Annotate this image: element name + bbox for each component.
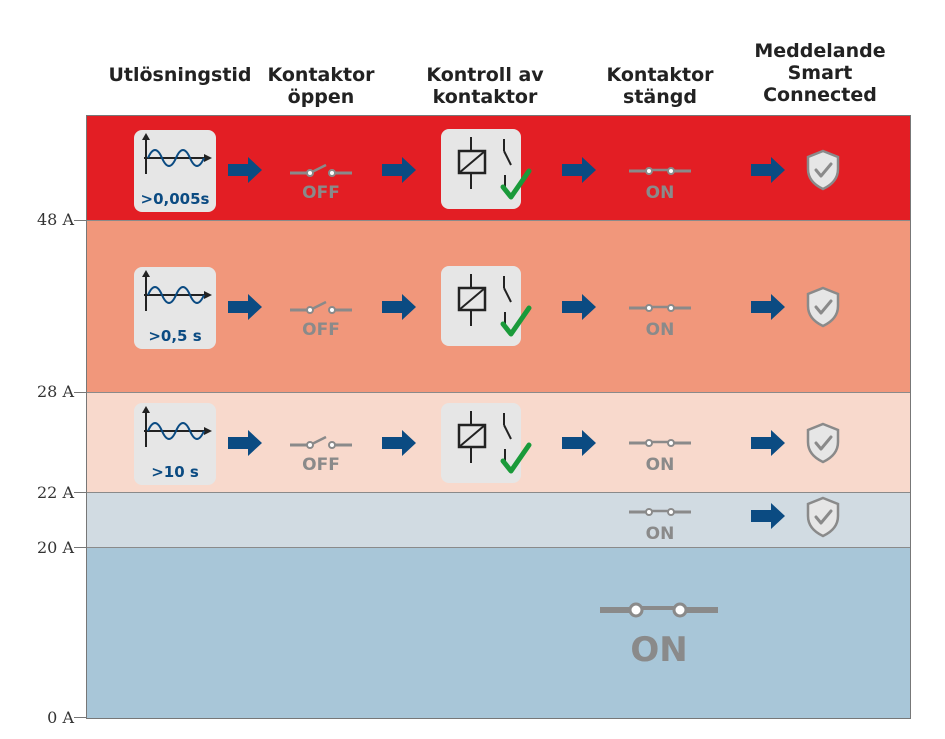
shield-check-icon — [806, 422, 840, 464]
header-contactor-open: Kontaktor öppen — [267, 64, 375, 108]
switch-closed-icon — [629, 508, 691, 516]
y-tick — [74, 547, 86, 548]
relay-check-icon — [457, 137, 532, 200]
arrow-right-icon — [562, 294, 596, 320]
arrow-right-icon — [228, 157, 262, 183]
band-divider — [86, 547, 910, 548]
band-20a-22a — [86, 492, 910, 547]
y-label-0a: 0 A — [47, 708, 74, 727]
arrow-right-icon — [228, 430, 262, 456]
y-label-20a: 20 A — [37, 538, 74, 557]
switch-closed-icon — [629, 167, 691, 175]
relay-card — [441, 403, 532, 483]
relay-card — [441, 129, 532, 209]
header-contactor-check: Kontroll av kontaktor — [426, 64, 544, 108]
header-message: Meddelande Smart Connected — [754, 40, 886, 106]
switch-on-label: ON — [645, 320, 675, 340]
y-tick — [74, 392, 86, 393]
y-label-22a: 22 A — [37, 483, 74, 502]
switch-off-label: OFF — [302, 183, 340, 203]
trigger-time-value: >0,5 s — [148, 327, 202, 345]
arrow-right-icon — [382, 157, 416, 183]
sine-wave-icon — [142, 406, 212, 447]
trigger-time-value: >0,005s — [140, 190, 210, 208]
switch-closed-icon — [629, 304, 691, 312]
arrow-right-icon — [562, 157, 596, 183]
y-tick — [74, 492, 86, 493]
switch-open-icon — [290, 300, 352, 314]
relay-check-icon — [457, 274, 532, 337]
band-divider — [86, 392, 910, 393]
switch-open-icon — [290, 163, 352, 177]
relay-card — [441, 266, 532, 346]
arrow-right-icon — [751, 294, 785, 320]
shield-check-icon — [806, 149, 840, 191]
arrow-right-icon — [751, 430, 785, 456]
waveform-card: >0,5 s — [134, 267, 216, 349]
y-tick — [74, 717, 86, 718]
header-contactor-closed: Kontaktor stängd — [606, 64, 714, 108]
y-tick — [74, 220, 86, 221]
arrow-right-icon — [751, 157, 785, 183]
shield-check-icon — [806, 496, 840, 538]
arrow-right-icon — [562, 430, 596, 456]
arrow-right-icon — [382, 430, 416, 456]
large-switch-closed-icon — [600, 602, 718, 618]
arrow-right-icon — [382, 294, 416, 320]
shield-check-icon — [806, 286, 840, 328]
sine-wave-icon — [142, 133, 212, 174]
sine-wave-icon — [142, 270, 212, 311]
waveform-card: >10 s — [134, 403, 216, 485]
switch-on-label: ON — [645, 524, 675, 544]
switch-closed-icon — [629, 439, 691, 447]
switch-on-label: ON — [645, 183, 675, 203]
arrow-right-icon — [751, 503, 785, 529]
y-label-28a: 28 A — [37, 382, 74, 401]
normal-state-on-label: ON — [630, 630, 688, 670]
y-label-48a: 48 A — [37, 210, 74, 229]
trigger-time-value: >10 s — [151, 463, 199, 481]
switch-off-label: OFF — [302, 320, 340, 340]
switch-off-label: OFF — [302, 455, 340, 475]
band-0a-20a — [86, 547, 910, 718]
waveform-card: >0,005s — [134, 130, 216, 212]
band-divider — [86, 220, 910, 221]
arrow-right-icon — [228, 294, 262, 320]
band-divider — [86, 492, 910, 493]
switch-on-label: ON — [645, 455, 675, 475]
relay-check-icon — [457, 411, 532, 474]
header-trigger-time: Utlösningstid — [108, 64, 252, 86]
switch-open-icon — [290, 435, 352, 449]
